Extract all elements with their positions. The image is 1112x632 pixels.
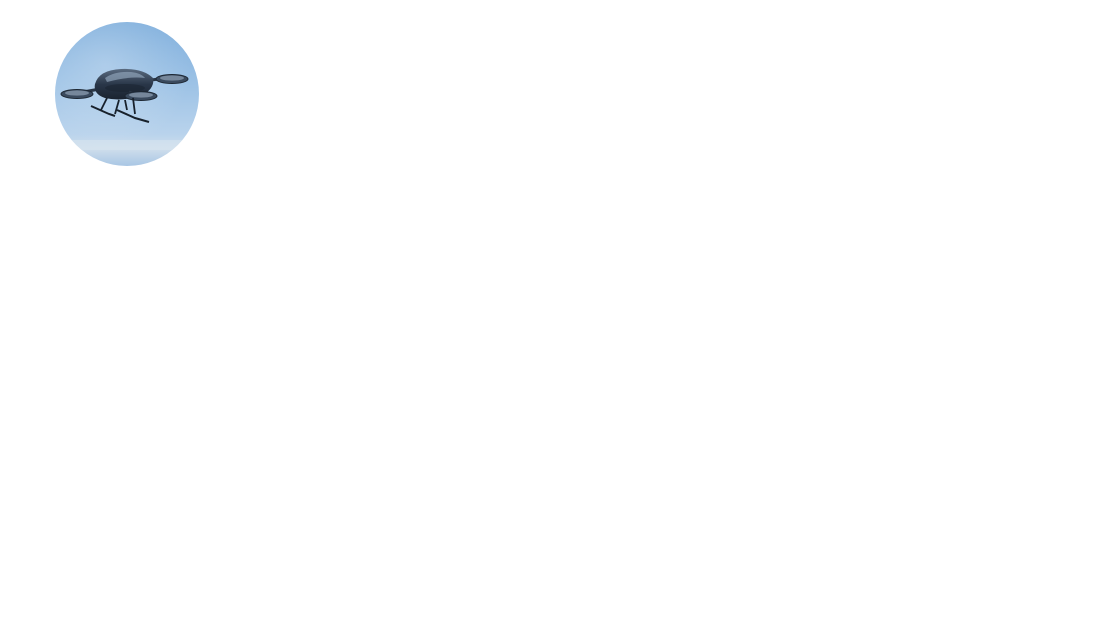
profile-avatar[interactable]: [55, 22, 199, 166]
drone-image: [55, 22, 199, 166]
